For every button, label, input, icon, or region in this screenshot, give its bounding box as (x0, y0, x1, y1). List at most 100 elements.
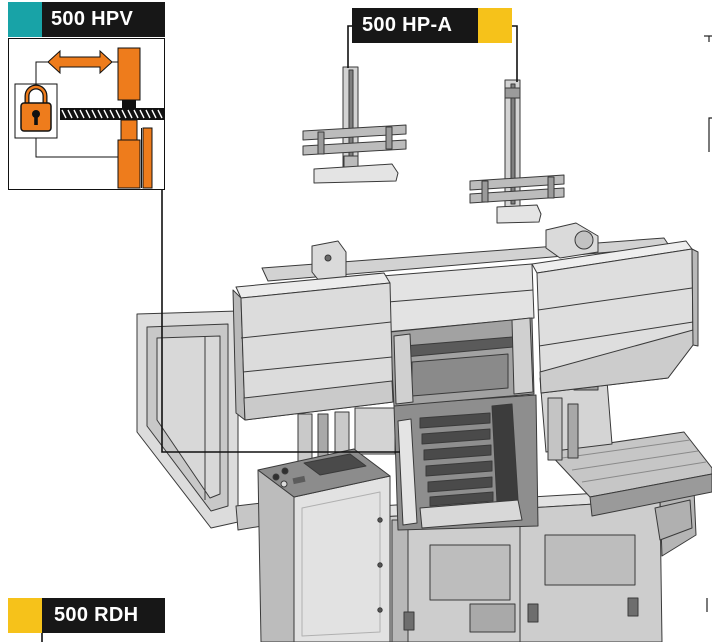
left-cylinder-mount (311, 240, 347, 283)
clamp-crossbar (302, 124, 407, 141)
padlock-keyhole-slot (34, 115, 38, 125)
hp-a-clamp-left (302, 66, 407, 184)
roller-table-front (589, 473, 712, 517)
console-side (257, 469, 295, 642)
bed-slat (419, 412, 491, 429)
double-arrow-icon (47, 49, 113, 75)
base-panel (469, 603, 516, 633)
bed-slat (427, 476, 493, 493)
right-cylinder (567, 403, 579, 459)
inset-clamp-jaws (117, 47, 153, 189)
clamp-pad (496, 204, 542, 224)
console-fastener (377, 517, 383, 523)
chip-enclosure (136, 310, 239, 529)
crossbar-link (385, 126, 393, 150)
console-front (293, 475, 391, 642)
saw-blade-teeth (61, 109, 163, 119)
callout-label: 500 HPV (42, 2, 165, 37)
roller (581, 461, 707, 483)
roller-table (547, 431, 712, 541)
callout-leader-lines (41, 25, 518, 642)
guard-lip (539, 329, 694, 394)
saw-blade (60, 108, 164, 120)
enclosure-panel (156, 335, 221, 499)
machine-illustration (136, 66, 712, 642)
hydraulic-cylinders (297, 407, 396, 467)
clamp-crossbar (469, 174, 565, 191)
console-button (280, 480, 288, 488)
hpv-inset-panel (8, 38, 165, 190)
vise-jaw (142, 127, 153, 189)
console-front-recess (301, 491, 381, 637)
roller-table-leg (654, 499, 693, 541)
guard-groove (537, 287, 693, 311)
control-console (257, 448, 391, 642)
clamp-crossbar (302, 139, 407, 156)
guard-groove (240, 321, 392, 339)
callout-500-hpv: 500 HPV (8, 2, 165, 37)
edge-mark (708, 117, 712, 152)
crossbar-link (481, 180, 489, 203)
head-inner-frame (411, 353, 509, 397)
console-platform (235, 502, 263, 531)
lower-clamp-jaw (117, 139, 141, 189)
motor-cap (574, 230, 594, 250)
upper-clamp-jaw (117, 47, 141, 101)
crossbar-link (317, 131, 325, 155)
console-keypad (292, 475, 306, 485)
clamp-post-rod (510, 83, 516, 205)
callout-label: 500 HP-A (352, 8, 478, 43)
edge-marks (704, 35, 712, 612)
mount-pin (324, 254, 332, 262)
vise-jaw-left (397, 418, 418, 526)
console-button (272, 473, 280, 481)
callout-accent-square (478, 8, 512, 43)
base-foot (527, 603, 539, 623)
roller (561, 439, 691, 459)
hpa-leader-line-left (347, 25, 352, 68)
bed-slat (421, 428, 491, 445)
lower-clamp-stem (120, 119, 138, 141)
hpa-leader-line-right (512, 25, 518, 82)
console-fastener (377, 562, 383, 568)
padlock-shackle (25, 85, 47, 104)
blade-guide-left (393, 333, 414, 405)
clamp-pad (313, 163, 399, 184)
base-panel (544, 534, 636, 586)
crossbar-link (547, 176, 555, 199)
clamp-crossbar (469, 187, 565, 204)
hpv-leader-line (161, 190, 400, 453)
base-panel (429, 544, 511, 601)
guard-lip (243, 380, 394, 421)
callout-500-rdh: 500 RDH (8, 598, 165, 633)
callout-accent-square (8, 2, 42, 37)
blade-guide-right (511, 317, 534, 395)
callout-accent-square (8, 598, 42, 633)
bed-slat (429, 491, 494, 507)
vise (393, 394, 539, 531)
inset-link-line (35, 138, 118, 158)
saw-head (232, 222, 699, 421)
guard-end (691, 248, 699, 347)
right-cylinder (547, 397, 563, 461)
guide-column (354, 407, 396, 455)
roller (571, 450, 699, 471)
padlock-keyhole (32, 110, 40, 118)
right-blade-guard (531, 240, 699, 394)
callout-label: 500 RDH (42, 598, 165, 633)
console-screen (303, 453, 367, 476)
bed-slat (425, 460, 493, 477)
console-fastener (377, 607, 383, 613)
padlock-icon (20, 84, 52, 132)
base-foot (403, 611, 415, 631)
bed-slat (423, 444, 492, 461)
vise-tray (419, 499, 523, 529)
hp-a-clamp-right (469, 79, 565, 224)
left-blade-guard (232, 272, 394, 421)
guard-groove (242, 356, 393, 373)
clamp-post-collar (504, 87, 521, 99)
callout-500-hp-a: 500 HP-A (352, 8, 512, 43)
blade-guide-block (122, 100, 136, 108)
